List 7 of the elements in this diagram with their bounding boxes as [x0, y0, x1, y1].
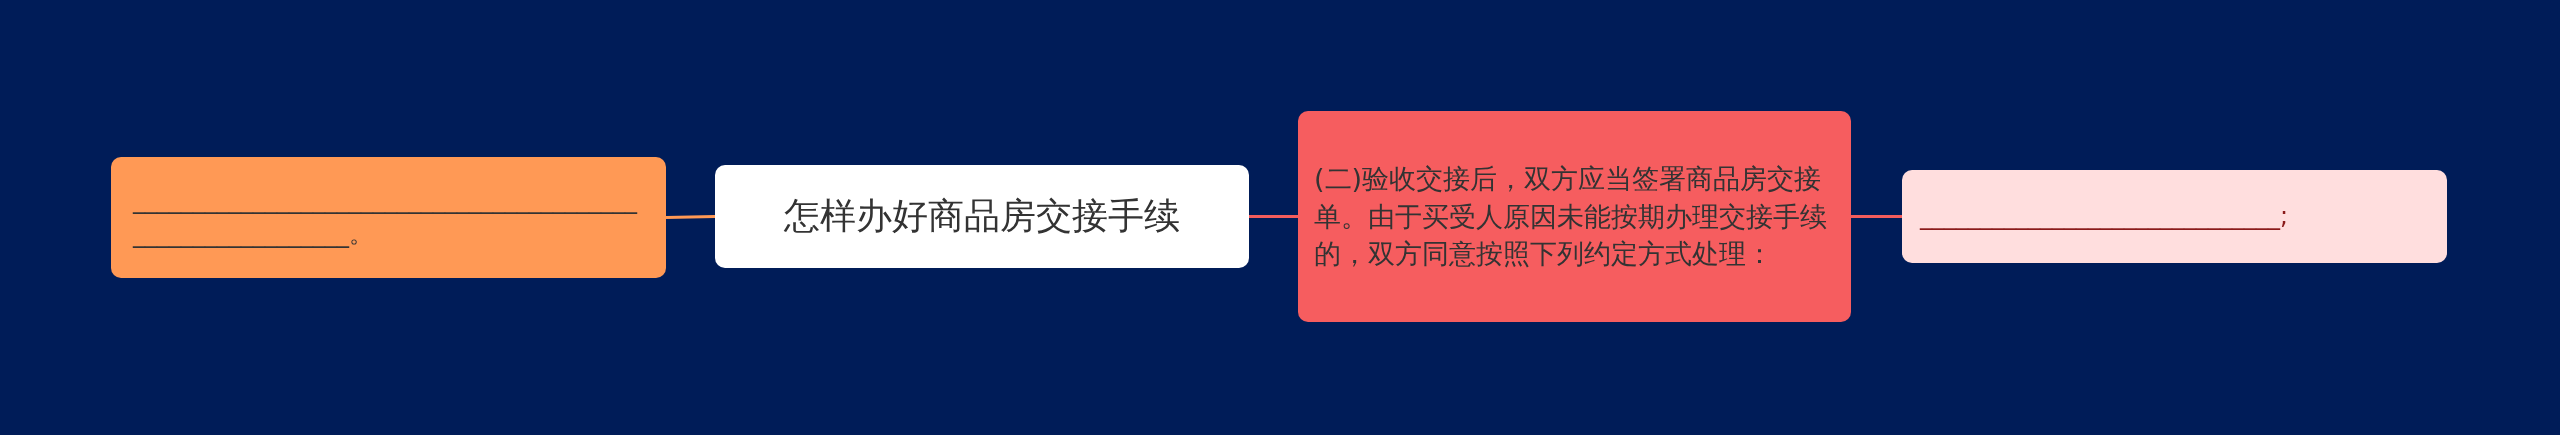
topic-box: ____________________________________________________________。	[111, 157, 666, 278]
central-topic-box: 怎样办好商品房交接手续	[715, 165, 1249, 268]
connector-line	[1851, 215, 1902, 218]
topic-box: ______________________________;	[1902, 170, 2447, 263]
connector-line	[665, 215, 716, 219]
connector-line	[1249, 215, 1298, 218]
topic-box: (二)验收交接后，双方应当签署商品房交接单。由于买受人原因未能按期办理交接手续的，双方同意按照下列约定方式处理：	[1298, 111, 1851, 322]
